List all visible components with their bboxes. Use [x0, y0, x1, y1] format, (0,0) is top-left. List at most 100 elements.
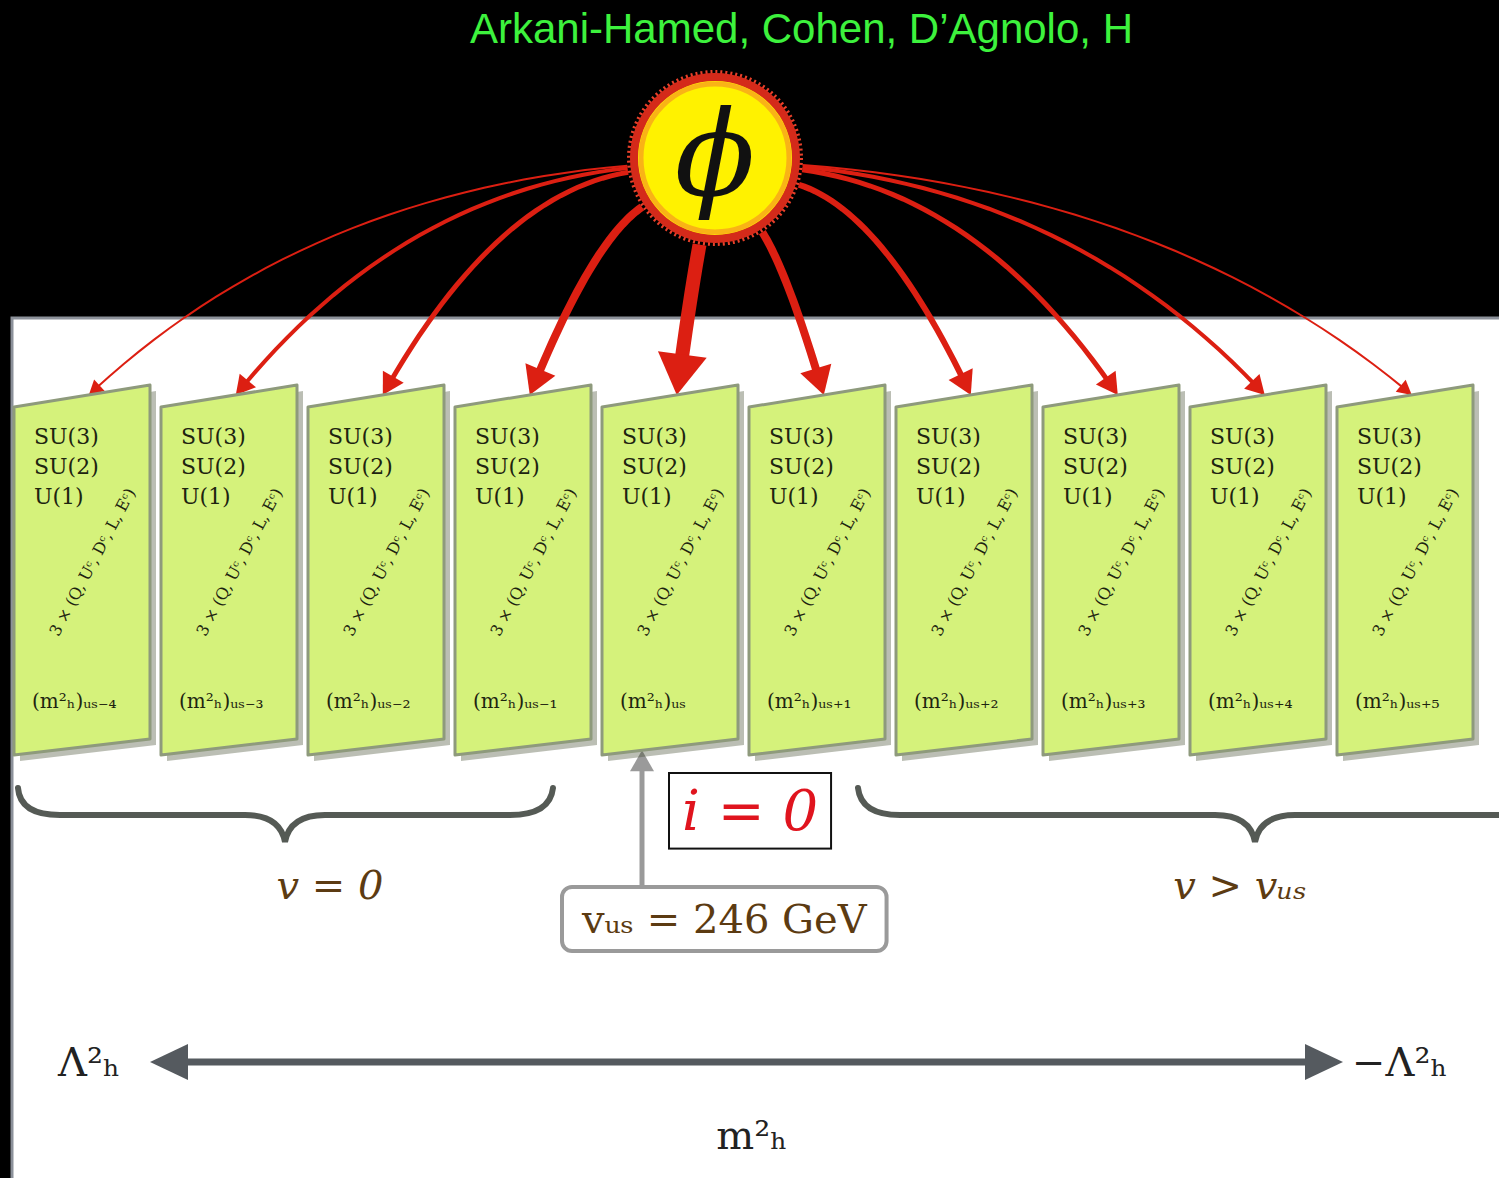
arrow-shaft — [536, 207, 642, 380]
higgs-mass: (m²ₕ)ᵤₛ₋₁ — [473, 690, 558, 712]
influence-arrow — [525, 207, 642, 395]
axis-end-label: −Λ²ₕ — [1352, 1040, 1448, 1084]
influence-arrow — [762, 232, 831, 395]
gauge-group: U(1) — [1357, 485, 1407, 509]
field-circle: ϕ — [627, 70, 803, 246]
sector-plane: SU(3)SU(2)U(1)3 × (Q, Uᶜ, Dᶜ, L, Eᶜ)(m²ₕ… — [896, 385, 1032, 755]
gauge-group: SU(2) — [1357, 455, 1422, 479]
region-label: v > vᵤₛ — [1173, 863, 1307, 907]
sector-plane: SU(3)SU(2)U(1)3 × (Q, Uᶜ, Dᶜ, L, Eᶜ)(m²ₕ… — [1337, 385, 1473, 755]
gauge-group: SU(3) — [328, 425, 393, 449]
arrowhead — [1096, 371, 1118, 395]
arrowhead — [949, 368, 973, 395]
higgs-mass: (m²ₕ)ᵤₛ₋₄ — [32, 690, 117, 712]
gauge-group: U(1) — [34, 485, 84, 509]
influence-arrow — [803, 167, 1265, 395]
higgs-mass: (m²ₕ)ᵤₛ₋₂ — [326, 690, 411, 712]
curly-brace — [18, 788, 553, 842]
region-label: v = 0 — [277, 863, 384, 907]
gauge-group: U(1) — [622, 485, 672, 509]
sector-plane: SU(3)SU(2)U(1)3 × (Q, Uᶜ, Dᶜ, L, Eᶜ)(m²ₕ… — [308, 385, 444, 755]
sector-plane: SU(3)SU(2)U(1)3 × (Q, Uᶜ, Dᶜ, L, Eᶜ)(m²ₕ… — [161, 385, 297, 755]
arrow-shaft — [389, 172, 628, 384]
gauge-group: SU(2) — [916, 455, 981, 479]
plane-face — [1337, 385, 1473, 755]
arrow-shaft — [803, 167, 1257, 387]
plane-face — [896, 385, 1032, 755]
influence-arrow — [236, 168, 628, 395]
sector-plane: SU(3)SU(2)U(1)3 × (Q, Uᶜ, Dᶜ, L, Eᶜ)(m²ₕ… — [749, 385, 885, 755]
gauge-group: U(1) — [916, 485, 966, 509]
gauge-group: SU(3) — [181, 425, 246, 449]
arrowhead — [800, 364, 831, 395]
gauge-group: SU(2) — [34, 455, 99, 479]
axis-arrowhead — [150, 1044, 188, 1080]
axis-arrowhead — [1305, 1044, 1343, 1080]
index-box: i = 0 — [668, 772, 832, 850]
arrowhead — [1244, 374, 1265, 395]
gauge-group: SU(3) — [916, 425, 981, 449]
sector-plane: SU(3)SU(2)U(1)3 × (Q, Uᶜ, Dᶜ, L, Eᶜ)(m²ₕ… — [1043, 385, 1179, 755]
gauge-group: U(1) — [328, 485, 378, 509]
arrow-shaft — [803, 165, 1405, 390]
arrowhead — [1396, 380, 1412, 395]
plane-face — [1043, 385, 1179, 755]
sector-plane: SU(3)SU(2)U(1)3 × (Q, Uᶜ, Dᶜ, L, Eᶜ)(m²ₕ… — [455, 385, 591, 755]
axis-label: m²ₕ — [716, 1113, 787, 1157]
gauge-group: SU(3) — [1357, 425, 1422, 449]
arrow-shaft — [802, 170, 1110, 385]
gauge-group: SU(2) — [181, 455, 246, 479]
higgs-mass: (m²ₕ)ᵤₛ — [620, 690, 686, 712]
gauge-group: SU(2) — [1210, 455, 1275, 479]
field-symbol: ϕ — [675, 95, 755, 213]
gauge-group: SU(3) — [1063, 425, 1128, 449]
axis-line — [178, 1059, 1315, 1066]
gauge-group: SU(3) — [769, 425, 834, 449]
gauge-group: SU(2) — [475, 455, 540, 479]
index-label: i = 0 — [682, 780, 818, 842]
plane-face — [602, 385, 738, 755]
gauge-group: SU(3) — [34, 425, 99, 449]
gauge-group: SU(3) — [622, 425, 687, 449]
glow-ring — [641, 84, 789, 232]
fuzzy-rim — [629, 72, 801, 244]
gauge-group: U(1) — [1063, 485, 1113, 509]
sector-plane: SU(3)SU(2)U(1)3 × (Q, Uᶜ, Dᶜ, L, Eᶜ)(m²ₕ… — [14, 385, 150, 755]
field-disc — [634, 77, 796, 239]
sector-plane: SU(3)SU(2)U(1)3 × (Q, Uᶜ, Dᶜ, L, Eᶜ)(m²ₕ… — [602, 385, 738, 755]
plane-face — [161, 385, 297, 755]
gauge-group: U(1) — [475, 485, 525, 509]
higgs-mass: (m²ₕ)ᵤₛ₊₁ — [767, 690, 852, 712]
gauge-group: U(1) — [1210, 485, 1260, 509]
plane-face — [308, 385, 444, 755]
gauge-group: SU(2) — [622, 455, 687, 479]
arrow-shaft — [799, 185, 965, 383]
higgs-mass: (m²ₕ)ᵤₛ₊₅ — [1355, 690, 1440, 712]
influence-arrow — [803, 165, 1412, 395]
rounded-rect — [562, 887, 887, 951]
gauge-group: U(1) — [181, 485, 231, 509]
arrow-shaft — [243, 168, 628, 386]
plane-face — [749, 385, 885, 755]
gauge-group: SU(2) — [328, 455, 393, 479]
vev-box: vᵤₛ = 246 GeV — [560, 885, 889, 953]
sector-plane: SU(3)SU(2)U(1)3 × (Q, Uᶜ, Dᶜ, L, Eᶜ)(m²ₕ… — [1190, 385, 1326, 755]
gauge-group: U(1) — [769, 485, 819, 509]
author-credit: Arkani-Hamed, Cohen, D’Agnolo, H — [470, 6, 1133, 52]
vev-label: vᵤₛ = 246 GeV — [582, 897, 867, 941]
axis-end-label: Λ²ₕ — [58, 1040, 120, 1084]
arrow-shaft — [640, 763, 645, 885]
gauge-group: SU(2) — [769, 455, 834, 479]
curly-brace — [858, 788, 1499, 842]
arrow-shaft — [762, 232, 819, 379]
influence-arrow — [799, 185, 973, 395]
higgs-mass: (m²ₕ)ᵤₛ₊₃ — [1061, 690, 1146, 712]
pointer-arrow — [630, 750, 654, 885]
arrowhead — [658, 351, 707, 395]
higgs-mass: (m²ₕ)ᵤₛ₋₃ — [179, 690, 264, 712]
influence-arrow — [658, 245, 707, 395]
influence-arrow — [383, 172, 628, 395]
plane-face — [455, 385, 591, 755]
